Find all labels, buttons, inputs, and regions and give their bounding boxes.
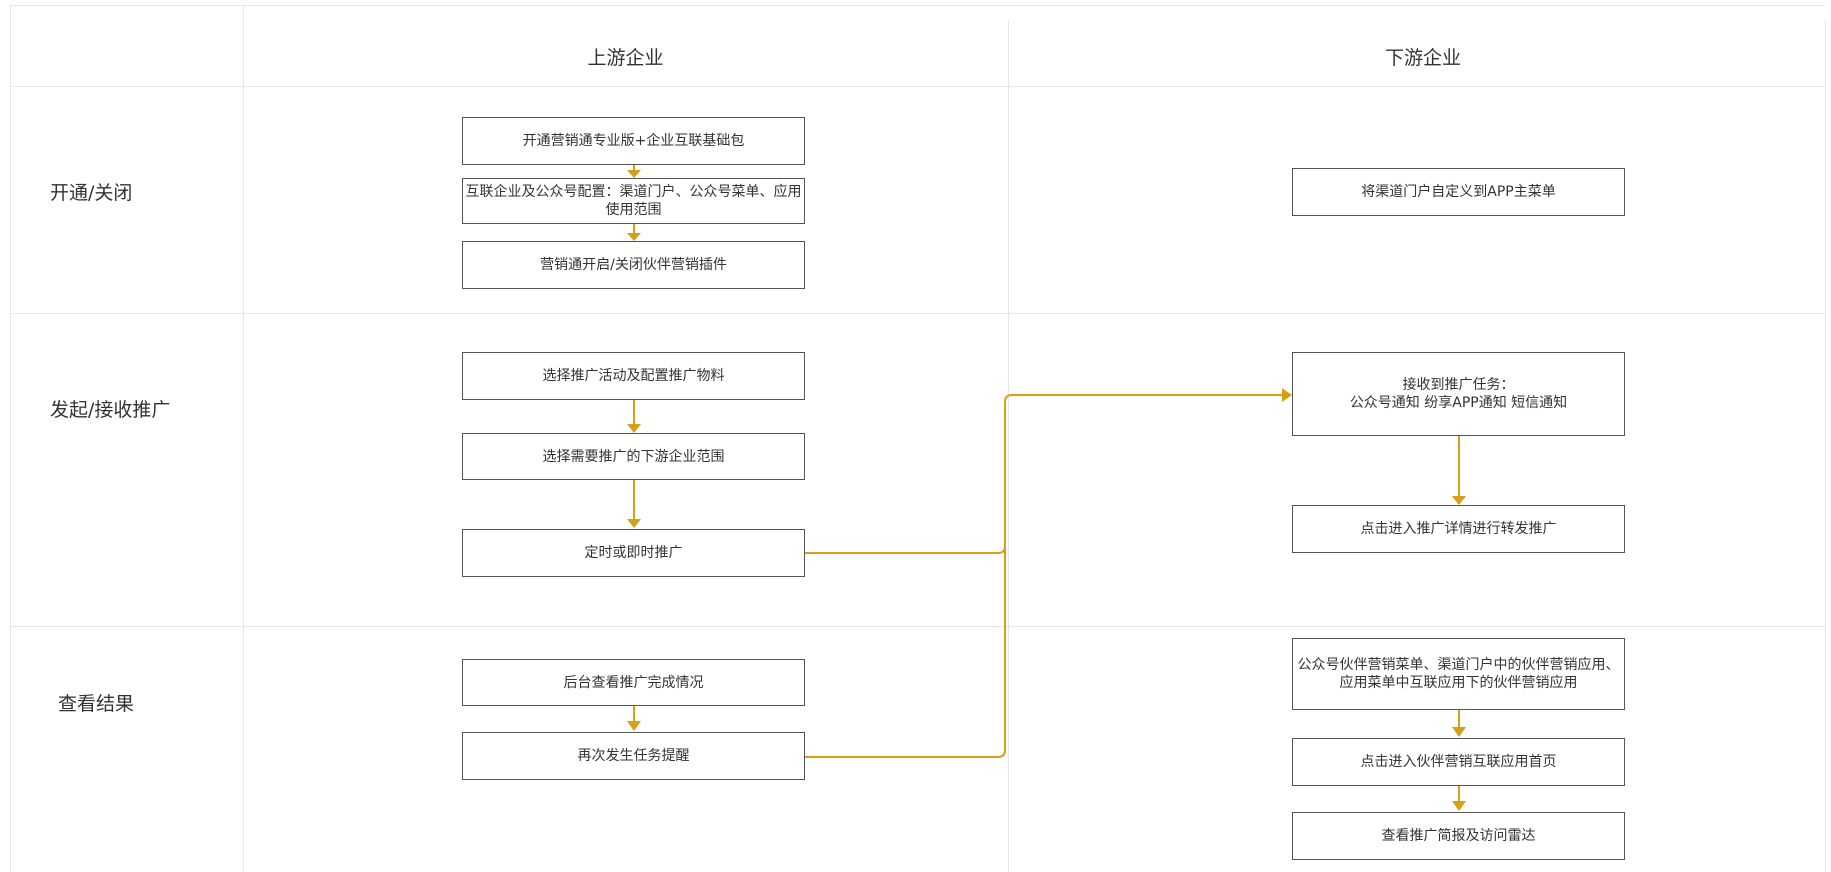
step-forward-promo: 点击进入推广详情进行转发推广	[1292, 505, 1625, 553]
row-header-launch: 发起/接收推广	[50, 399, 171, 421]
grid-col1-line	[243, 5, 244, 872]
step-enable-package: 开通营销通专业版+企业互联基础包	[462, 117, 805, 165]
step-toggle-plugin: 营销通开启/关闭伙伴营销插件	[462, 241, 805, 289]
grid-row1-line	[10, 313, 1825, 314]
step-view-report: 查看推广简报及访问雷达	[1292, 812, 1625, 860]
step-select-activity: 选择推广活动及配置推广物料	[462, 352, 805, 400]
step-schedule-promo: 定时或即时推广	[462, 529, 805, 577]
arrowhead-u1-u2	[627, 170, 641, 178]
step-enter-homepage: 点击进入伙伴营销互联应用首页	[1292, 738, 1625, 786]
grid-row2-line	[10, 626, 1825, 627]
grid-left-line	[10, 5, 11, 872]
step-partner-menu: 公众号伙伴营销菜单、渠道门户中的伙伴营销应用、 应用菜单中互联应用下的伙伴营销应…	[1292, 638, 1625, 710]
arrowhead-u2-u3	[627, 233, 641, 241]
grid-top-line	[10, 5, 1825, 6]
row-header-results: 查看结果	[58, 693, 135, 715]
arrowhead-d2-d3	[1452, 496, 1466, 505]
arrowhead-u5-u6	[627, 519, 641, 528]
row-header-open-close: 开通/关闭	[50, 182, 133, 204]
column-header-upstream: 上游企业	[587, 47, 664, 69]
column-header-downstream: 下游企业	[1384, 47, 1461, 69]
connector-u8-to-d2	[805, 402, 1006, 758]
step-receive-task: 接收到推广任务： 公众号通知 纷享APP通知 短信通知	[1292, 352, 1625, 436]
connector-u6-to-d2	[805, 394, 1284, 554]
grid-header-line	[10, 86, 1825, 87]
arrowhead-d4-d5	[1452, 727, 1466, 737]
step-select-scope: 选择需要推广的下游企业范围	[462, 433, 805, 480]
arrowhead-d5-d6	[1452, 801, 1466, 811]
step-config-portal: 互联企业及公众号配置：渠道门户、公众号菜单、应用 使用范围	[462, 178, 805, 224]
grid-col2-line	[1008, 20, 1009, 872]
grid-right-line	[1825, 20, 1826, 872]
arrowhead-u4-u5	[627, 424, 641, 433]
step-view-completion: 后台查看推广完成情况	[462, 659, 805, 706]
step-task-reminder: 再次发生任务提醒	[462, 732, 805, 780]
step-custom-app-menu: 将渠道门户自定义到APP主菜单	[1292, 168, 1625, 216]
arrowhead-u7-u8	[627, 721, 641, 731]
arrowhead-to-d2	[1282, 388, 1292, 402]
